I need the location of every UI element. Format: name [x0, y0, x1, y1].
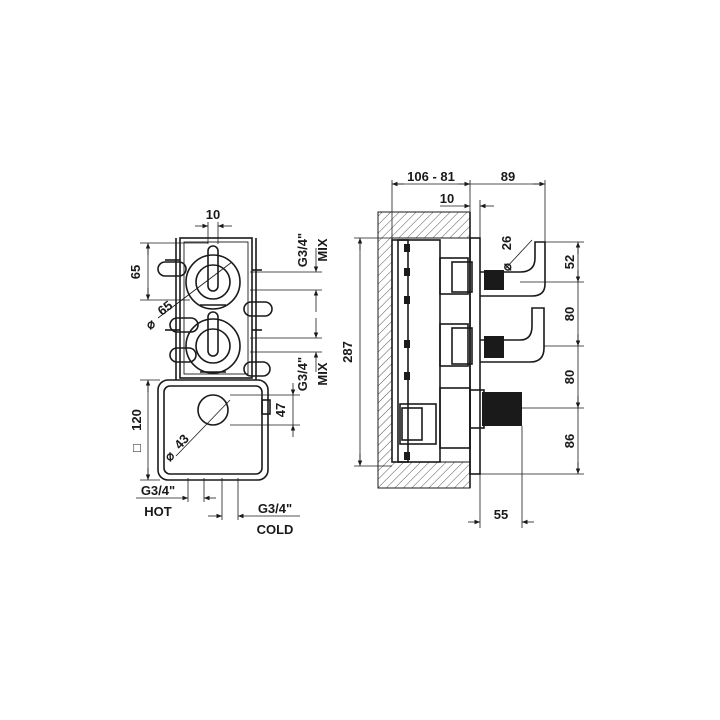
dim-label: 43 — [171, 431, 192, 452]
dim-label: 86 — [562, 434, 577, 448]
conn-size: G3/4" — [141, 483, 175, 498]
upper-handle — [451, 241, 546, 297]
conn-label: HOT — [144, 504, 172, 519]
conn-cold: G3/4" COLD — [208, 478, 300, 537]
dim-label: 80 — [562, 307, 577, 321]
dim-label: 65 — [128, 265, 143, 279]
conn-hot: G3/4" HOT — [136, 478, 216, 519]
dim-left-120: □ 120 — [129, 379, 160, 481]
dim-top-10: 10 — [195, 207, 232, 244]
dim-diameter-43: ⌀ 43 — [161, 399, 231, 464]
middle-handle — [451, 307, 545, 365]
dim-label: 55 — [494, 507, 508, 522]
dim-right-chain: 52 80 80 86 — [480, 241, 584, 475]
dim-label: 10 — [440, 191, 454, 206]
dim-label: 80 — [562, 370, 577, 384]
dim-top-projection: 89 — [470, 169, 546, 242]
front-view: 10 65 ⌀ 65 □ 120 — [128, 207, 330, 537]
square-symbol: □ — [129, 444, 144, 452]
lower-knob — [469, 389, 522, 429]
side-view: 106 - 81 89 10 ⌀ 26 28 — [340, 169, 584, 528]
dim-label: 106 - 81 — [407, 169, 455, 184]
conn-label: MIX — [315, 238, 330, 261]
dim-label: 120 — [129, 409, 144, 431]
upper-valve — [185, 245, 241, 310]
conn-mix-lower: G3/4" MIX — [250, 318, 330, 391]
dim-label: 65 — [155, 298, 176, 319]
conn-label: COLD — [257, 522, 294, 537]
valve-body-section — [391, 239, 471, 463]
dim-label: 47 — [273, 403, 288, 417]
conn-size: G3/4" — [295, 233, 310, 267]
dim-label: 89 — [501, 169, 515, 184]
conn-label: MIX — [315, 362, 330, 385]
cover-plate — [469, 237, 481, 475]
mounting-frame — [157, 237, 273, 380]
dim-height-total: 287 — [340, 237, 392, 467]
dim-diameter-handle: ⌀ 26 — [499, 236, 533, 271]
conn-size: G3/4" — [295, 357, 310, 391]
dim-bottom: 55 — [468, 426, 534, 528]
dim-top-depth: 106 - 81 — [391, 169, 471, 238]
lower-valve — [185, 311, 241, 374]
dim-top-wall: 10 — [440, 191, 494, 238]
dim-label: 287 — [340, 341, 355, 363]
conn-size: G3/4" — [258, 501, 292, 516]
diameter-symbol: ⌀ — [143, 316, 159, 333]
conn-mix-upper: G3/4" MIX — [250, 233, 330, 312]
diameter-symbol: ⌀ — [499, 263, 514, 271]
thermostatic-body — [157, 379, 271, 481]
dim-left-65: 65 — [128, 242, 208, 301]
dim-label: 10 — [206, 207, 220, 222]
dim-label: 26 — [499, 236, 514, 250]
dim-label: 52 — [562, 255, 577, 269]
dim-right-47: 47 — [230, 383, 300, 437]
